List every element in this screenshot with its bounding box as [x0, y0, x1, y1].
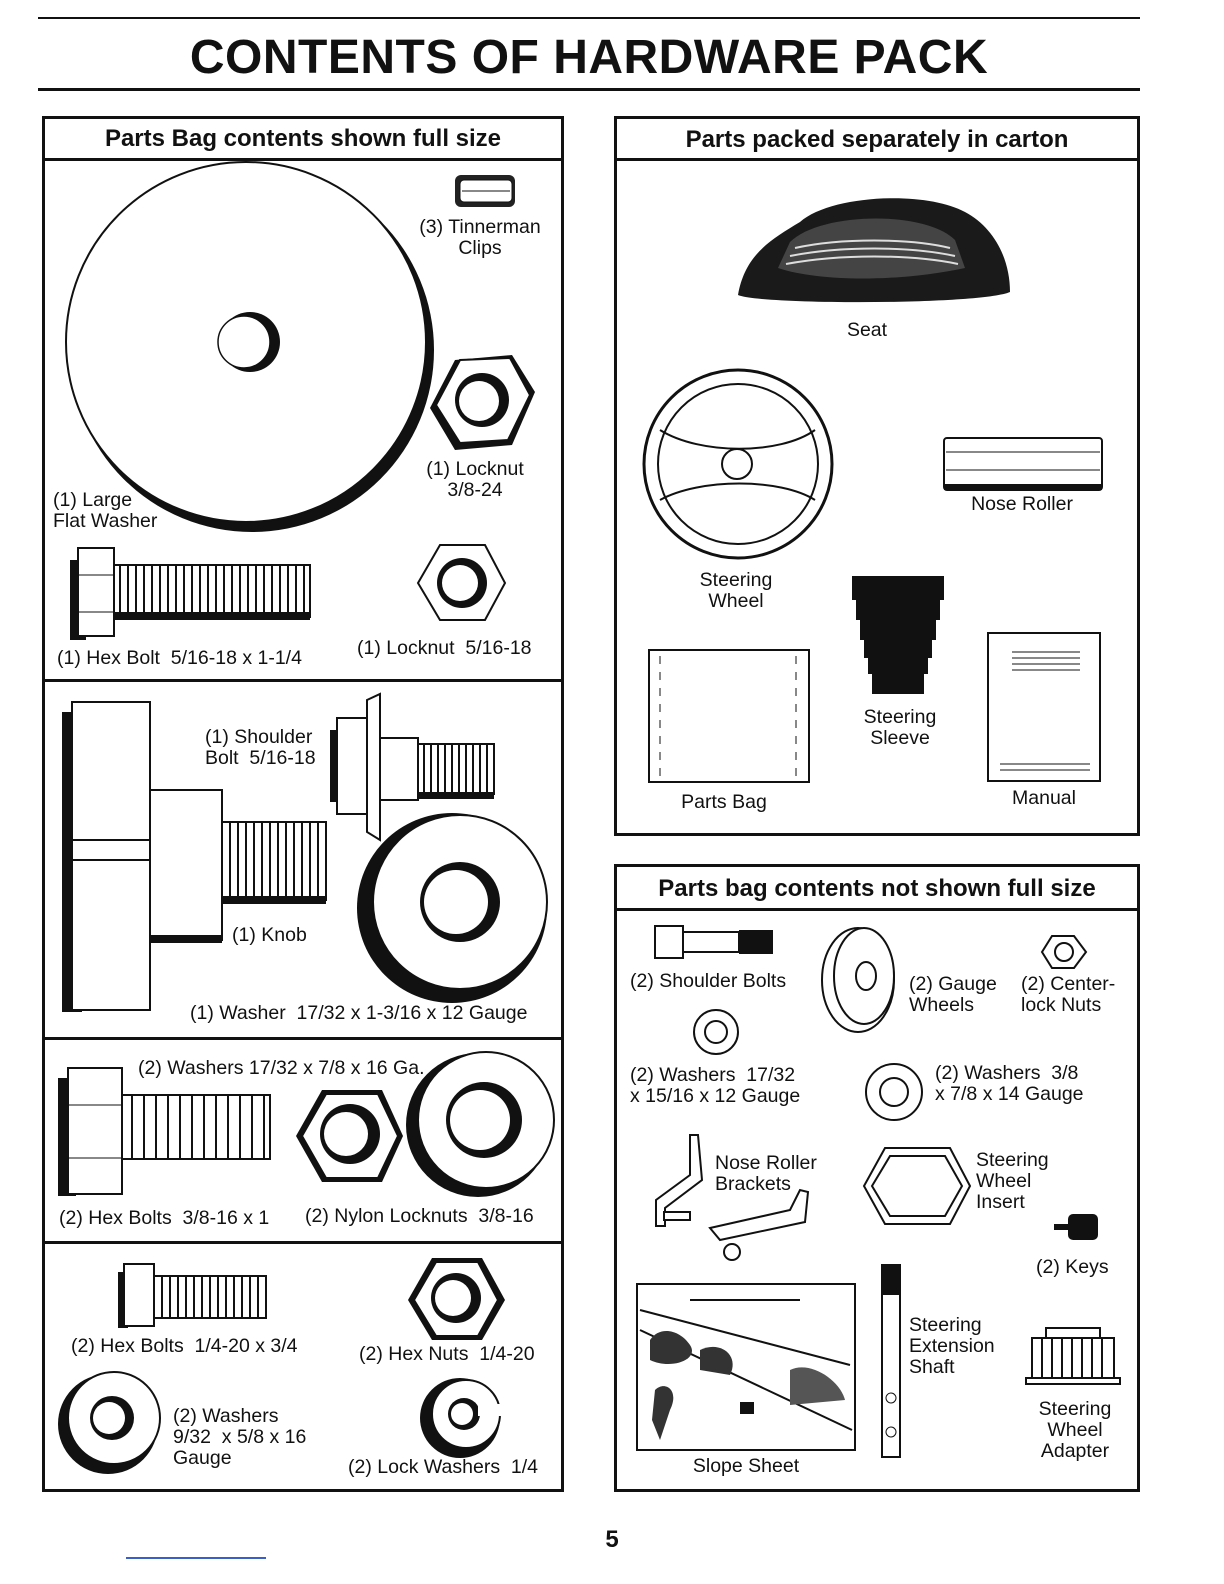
steering-wheel-adapter-label: Steering Wheel Adapter [1038, 1398, 1112, 1462]
steering-wheel-label: Steering Wheel [699, 569, 773, 612]
washer-17-32-label: (1) Washer 17/32 x 1-3/16 x 12 Gauge [190, 1002, 528, 1024]
title-underline [38, 88, 1140, 91]
slope-sheet-label: Slope Sheet [692, 1455, 800, 1477]
hex-bolts-3-8-label: (2) Hex Bolts 3/8-16 x 1 [59, 1207, 270, 1229]
hex-bolt-5-16-label: (1) Hex Bolt 5/16-18 x 1-1/4 [57, 647, 302, 669]
panel-header: Parts packed separately in carton [617, 119, 1137, 161]
washers-3-8-label: (2) Washers 3/8 x 7/8 x 14 Gauge [935, 1062, 1084, 1105]
shoulder-bolts-label: (2) Shoulder Bolts [630, 970, 787, 992]
centerlock-nuts-label: (2) Center- lock Nuts [1021, 973, 1116, 1016]
parts-bag-label: Parts Bag [681, 791, 767, 813]
hex-bolts-1-4-label: (2) Hex Bolts 1/4-20 x 3/4 [71, 1335, 298, 1357]
nose-roller-brackets-label: Nose Roller Brackets [715, 1152, 817, 1195]
large-flat-washer-label: (1) Large Flat Washer [53, 489, 158, 532]
steering-wheel-insert-label: Steering Wheel Insert [976, 1149, 1049, 1213]
washers-17-32-15-16-label: (2) Washers 17/32 x 15/16 x 12 Gauge [630, 1064, 801, 1107]
top-rule [38, 17, 1140, 19]
footer-line [126, 1557, 266, 1559]
keys-label: (2) Keys [1036, 1256, 1109, 1278]
steering-extension-shaft-label: Steering Extension Shaft [909, 1314, 995, 1378]
gauge-wheels-label: (2) Gauge Wheels [909, 973, 997, 1016]
parts-bag-full-size-panel: Parts Bag contents shown full size [42, 116, 564, 1492]
section-divider [45, 1037, 561, 1040]
hex-nuts-1-4-label: (2) Hex Nuts 1/4-20 [359, 1343, 535, 1365]
lock-washers-label: (2) Lock Washers 1/4 [348, 1456, 539, 1478]
seat-label: Seat [846, 319, 888, 341]
section-divider [45, 1241, 561, 1244]
section-divider [45, 679, 561, 682]
nose-roller-label: Nose Roller [971, 493, 1073, 515]
page-title: CONTENTS OF HARDWARE PACK [189, 31, 989, 84]
tinnerman-clips-label: (3) Tinnerman Clips [419, 216, 541, 259]
page-number: 5 [605, 1526, 619, 1553]
steering-sleeve-label: Steering Sleeve [863, 706, 937, 749]
shoulder-bolt-label: (1) Shoulder Bolt 5/16-18 [205, 726, 316, 769]
locknut-5-16-label: (1) Locknut 5/16-18 [357, 637, 532, 659]
nylon-locknuts-label: (2) Nylon Locknuts 3/8-16 [305, 1205, 534, 1227]
panel-header: Parts bag contents not shown full size [617, 867, 1137, 911]
knob-label: (1) Knob [232, 924, 307, 946]
washers-9-32-label: (2) Washers 9/32 x 5/8 x 16 Gauge [173, 1405, 307, 1469]
panel-header: Parts Bag contents shown full size [45, 119, 561, 161]
washers-17-32-7-8-label: (2) Washers 17/32 x 7/8 x 16 Ga. [138, 1057, 425, 1079]
locknut-3-8-24-label: (1) Locknut 3/8-24 [426, 458, 524, 501]
manual-label: Manual [1012, 787, 1076, 809]
